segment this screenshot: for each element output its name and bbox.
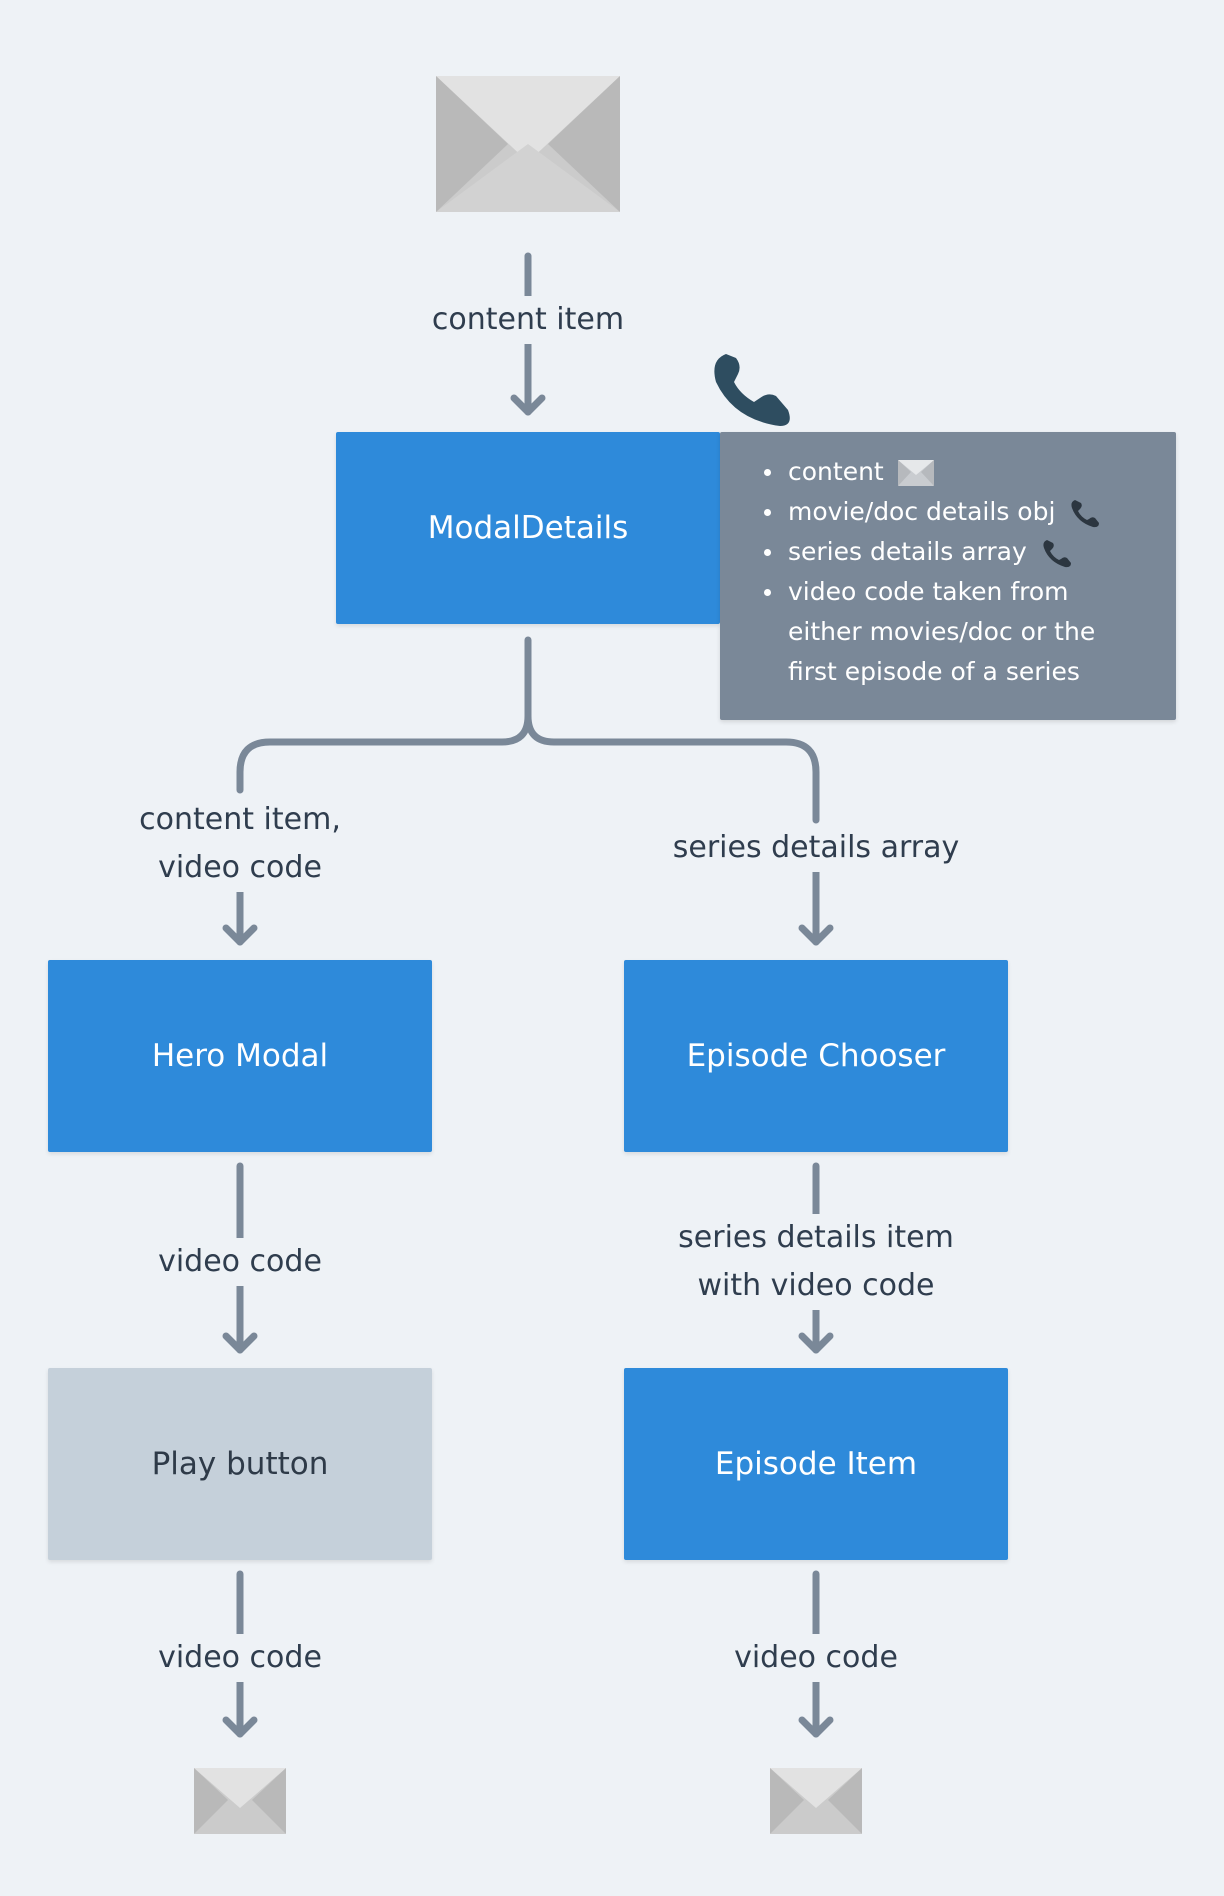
note-item-text: video code taken from either movies/doc … <box>788 577 1096 686</box>
edge-branch <box>236 636 532 794</box>
envelope-icon <box>436 76 620 212</box>
arrowhead <box>222 1716 258 1738</box>
edge-label-chooser-to-item: series details item with video code <box>636 1214 996 1310</box>
edge-label-top: content item <box>408 296 648 344</box>
arrowhead <box>798 1716 834 1738</box>
note-item: series details array <box>764 532 1176 572</box>
modal-details-note: content movie/doc details obj series det… <box>720 432 1176 720</box>
arrowhead <box>222 924 258 946</box>
edge-branch <box>524 712 820 824</box>
arrowhead <box>510 394 546 416</box>
edge-label-line: with video code <box>697 1268 935 1303</box>
arrowhead <box>222 1332 258 1354</box>
phone-icon <box>714 354 790 426</box>
hero-modal-node: Hero Modal <box>48 960 432 1152</box>
phone-icon <box>1043 540 1071 568</box>
play-button-node: Play button <box>48 1368 432 1560</box>
arrowhead <box>798 1332 834 1354</box>
note-item-text: movie/doc details obj <box>788 497 1056 526</box>
edge-label-hero-to-play: video code <box>120 1238 360 1286</box>
edge-label-line: series details item <box>678 1220 954 1255</box>
note-item: video code taken from either movies/doc … <box>764 572 1148 692</box>
note-item-text: series details array <box>788 537 1027 566</box>
episode-chooser-node: Episode Chooser <box>624 960 1008 1152</box>
envelope-icon <box>770 1768 862 1834</box>
note-item: movie/doc details obj <box>764 492 1176 532</box>
edge-label-hero-input: content item, video code <box>100 796 380 892</box>
phone-icon <box>1071 500 1100 528</box>
arrowhead <box>798 924 834 946</box>
note-item-text: content <box>788 457 884 486</box>
edge-label-line: content item, <box>139 802 341 837</box>
edge-label-chooser-input: series details array <box>636 824 996 872</box>
edge-label-item-output: video code <box>696 1634 936 1682</box>
envelope-icon <box>194 1768 286 1834</box>
edge-label-play-output: video code <box>120 1634 360 1682</box>
note-list: content movie/doc details obj series det… <box>720 432 1176 692</box>
modal-details-node: ModalDetails <box>336 432 720 624</box>
note-item: content <box>764 452 1176 492</box>
edge-label-line: video code <box>158 850 322 885</box>
episode-item-node: Episode Item <box>624 1368 1008 1560</box>
envelope-icon <box>897 460 934 486</box>
